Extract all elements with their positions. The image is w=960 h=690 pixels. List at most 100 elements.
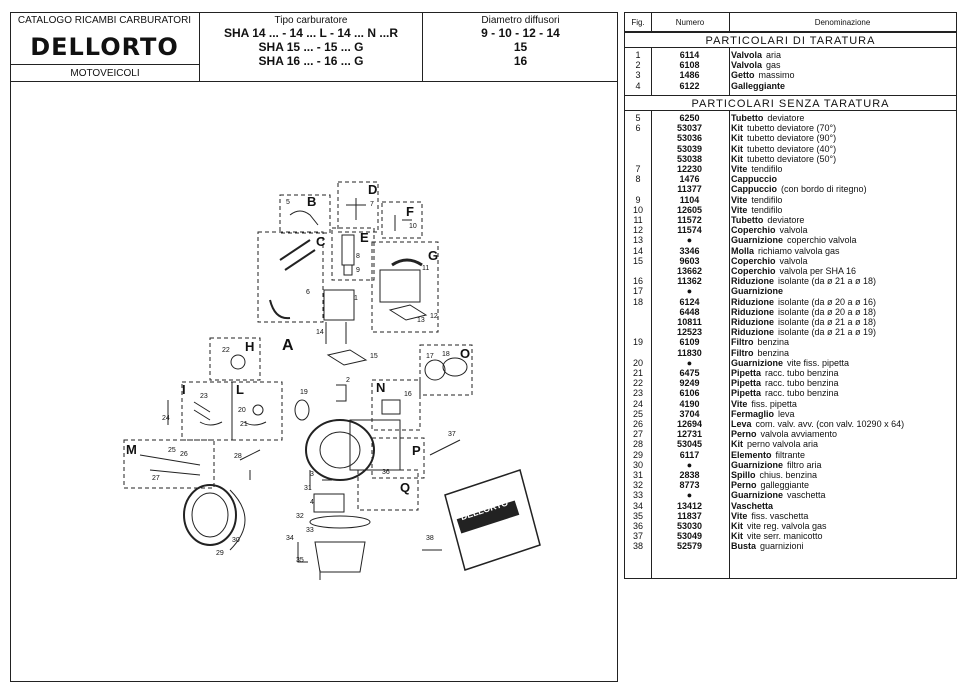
part-label: 37: [448, 431, 456, 438]
row-denominazione-detail: benzina: [757, 337, 790, 348]
row-denominazione-main: Guarnizione: [731, 357, 784, 368]
row-numero: 10811: [677, 317, 702, 327]
part-label: 15: [370, 353, 378, 360]
row-fig: 3: [635, 70, 641, 81]
part-38-gasket-bag: [444, 469, 541, 571]
row-numero: 12605: [676, 204, 703, 215]
part-label: 11: [422, 265, 429, 272]
row-denominazione-detail: isolante (da ø 21 a ø 19): [778, 327, 877, 338]
label-i: I: [182, 382, 186, 397]
row-fig: 23: [632, 388, 643, 399]
part-10-screw: [394, 215, 412, 231]
row-fig: 16: [632, 276, 643, 287]
part-label: 2: [346, 377, 350, 384]
row-denominazione-main: Busta: [731, 541, 757, 552]
row-numero: 11572: [677, 215, 702, 225]
row-denominazione-main: Spillo: [731, 470, 756, 480]
row-denominazione-detail: deviatore: [767, 215, 805, 225]
row-fig: 8: [635, 174, 641, 185]
row-denominazione-main: Getto: [731, 70, 755, 81]
carburetor-body: [305, 419, 375, 481]
col-header-fig: Fig.: [625, 13, 651, 32]
diametro-line: 16: [513, 54, 528, 68]
row-denominazione-detail: deviatore: [767, 113, 805, 123]
row-numero: ●: [686, 459, 693, 470]
row-numero: ●: [686, 235, 693, 246]
row-denominazione-main: Vite: [731, 204, 748, 215]
row-denominazione-main: Kit: [731, 123, 743, 134]
part-29-filter-mesh: [191, 492, 229, 538]
row-denominazione-detail: tubetto deviatore (40°): [747, 143, 837, 154]
label-p: P: [412, 443, 421, 458]
row-numero: 11574: [677, 225, 702, 236]
part-5-tube: [289, 210, 319, 226]
part-label: 27: [152, 475, 160, 482]
row-denominazione-main: Cappuccio: [731, 174, 778, 185]
row-denominazione-detail: tendifilo: [751, 204, 783, 215]
part-15-cover: [326, 349, 368, 366]
row-denominazione-main: Molla: [731, 245, 755, 256]
part-label: 8: [356, 253, 360, 260]
row-numero: 53039: [676, 143, 703, 154]
row-denominazione-detail: filtro aria: [787, 459, 822, 470]
label-g: G: [428, 248, 438, 263]
col-header-numero: Numero: [651, 13, 729, 32]
part-16-reducer: [381, 399, 401, 415]
part-label: 34: [286, 535, 294, 542]
row-fig: 1: [635, 50, 641, 60]
row-denominazione-main: Pipetta: [731, 368, 762, 378]
row-numero: 52579: [676, 541, 703, 552]
part-label: 4: [310, 499, 314, 506]
row-numero: 3704: [679, 408, 700, 419]
table-row: 17●Guarnizione: [625, 286, 956, 296]
part-label: 10: [409, 223, 417, 230]
row-denominazione-main: Cappuccio: [731, 184, 778, 195]
part-8-cap: [341, 234, 355, 266]
tipo-line: SHA 15 ... - 15 ... G: [258, 40, 364, 54]
row-numero: 6108: [679, 60, 700, 71]
column-divider: [729, 13, 730, 578]
column-divider: [651, 13, 652, 578]
row-numero: 12230: [676, 164, 703, 174]
row-denominazione-detail: filtrante: [775, 449, 806, 460]
row-denominazione-detail: com. valv. avv. (con valv. 10290 x 64): [755, 419, 905, 429]
part-13-gasket: [388, 304, 428, 321]
row-numero: 53045: [676, 439, 703, 450]
row-denominazione-detail: vite serr. manicotto: [747, 531, 823, 542]
label-f: F: [406, 204, 414, 219]
group-box-m: [123, 439, 215, 489]
row-numero: 53030: [676, 521, 703, 531]
label-n: N: [376, 380, 385, 395]
part-2-valve: [336, 384, 347, 402]
label-a: A: [282, 337, 294, 354]
part-label: 28: [234, 453, 242, 460]
row-fig: 17: [632, 286, 643, 297]
part-label: 19: [300, 389, 308, 396]
row-denominazione-main: Guarnizione: [731, 459, 784, 470]
exploded-view-diagram: B D C E F G A H I L M N O P Q 5 6 7 8: [110, 170, 580, 590]
row-denominazione-main: Kit: [731, 531, 743, 542]
part-label: 5: [286, 199, 290, 206]
row-denominazione-main: Fermaglio: [731, 408, 775, 419]
